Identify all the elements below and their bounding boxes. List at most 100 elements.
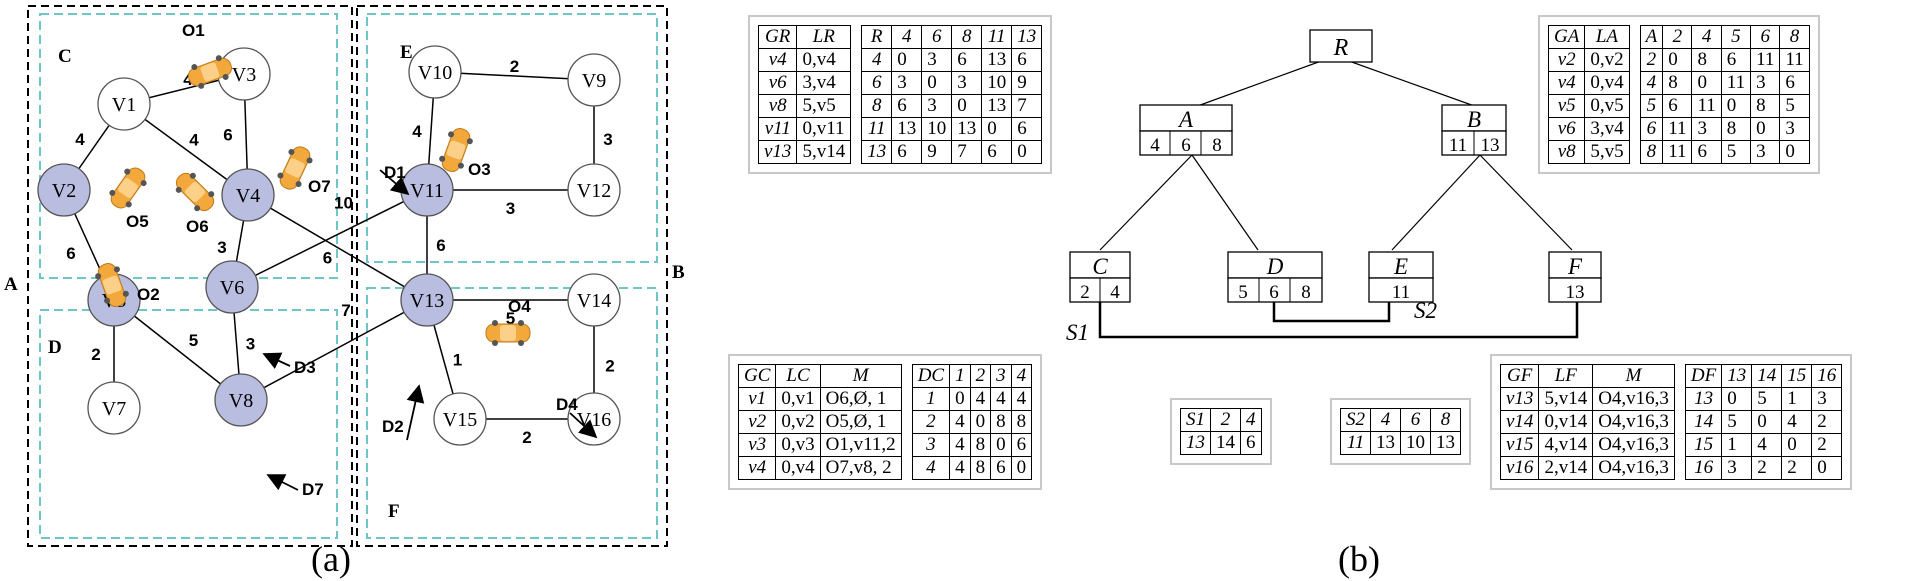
tree-connectors xyxy=(1098,55,1579,339)
table-cell: 5,v14 xyxy=(1538,387,1594,411)
region-label-c: C xyxy=(58,46,72,67)
car-o4-icon xyxy=(485,319,531,347)
table-cell: 13 xyxy=(951,117,983,141)
graph-node-label: V11 xyxy=(410,180,444,202)
table-cell: 0 xyxy=(1010,456,1033,480)
region-label-e: E xyxy=(400,42,413,63)
table-cell: 0 xyxy=(949,387,971,411)
table-cell: 16 xyxy=(1684,456,1723,480)
table-cell: 6 xyxy=(1011,117,1043,141)
region-d-border xyxy=(39,309,338,539)
table-cell: 4 xyxy=(949,456,971,480)
index-tree-panel: R A 4 6 8 B 11 13 C 2 4 xyxy=(1066,29,1602,579)
table-cell: v5 xyxy=(1547,94,1586,118)
edge-weight-label: 5 xyxy=(506,309,515,328)
graph-node-label: V15 xyxy=(443,409,477,431)
object-label-o4: O4 xyxy=(508,297,531,316)
tree-node-b-key: 11 xyxy=(1449,135,1467,156)
graph-node-circle xyxy=(408,45,462,99)
table-cell: 4 xyxy=(990,387,1012,411)
table-cell: 6 xyxy=(1400,408,1431,432)
road-edge xyxy=(240,299,428,401)
object-label-o3: O3 xyxy=(468,160,491,179)
graph-node-label: V6 xyxy=(220,277,244,299)
table-cell: 6 xyxy=(861,71,893,95)
graph-node-v7: V7 xyxy=(87,381,141,435)
table-cell: 6 xyxy=(1639,117,1664,141)
query-d1-arrow xyxy=(379,169,410,196)
table-cell: 8 xyxy=(1639,140,1664,164)
table-cell: 14 xyxy=(1210,431,1241,455)
table-cell: 0 xyxy=(1691,71,1722,95)
region-label-b: B xyxy=(672,262,685,283)
panel-b-caption: (b) xyxy=(1338,539,1380,579)
table-cell: 7 xyxy=(1011,94,1043,118)
edge-weight-label: 3 xyxy=(603,130,612,149)
table-cell: 0 xyxy=(1721,387,1753,411)
table-cell: 6 xyxy=(1240,431,1262,455)
tree-node-a-key: 4 xyxy=(1150,135,1160,156)
table-cell: 3,v4 xyxy=(796,71,852,95)
table-cell: 11 xyxy=(1750,48,1781,72)
table-cell: 13 xyxy=(1430,431,1461,455)
tree-node-r-name: R xyxy=(1333,35,1349,61)
table-cell: v8 xyxy=(1547,140,1586,164)
table-cell: 13 xyxy=(891,117,923,141)
table-cell: 5 xyxy=(1751,387,1783,411)
table-cell: v13 xyxy=(757,140,798,164)
table-cell: v4 xyxy=(1547,71,1586,95)
graph-node-circle xyxy=(37,163,91,217)
table-cell: O4,v16,3 xyxy=(1592,433,1675,457)
table-cell: v15 xyxy=(1499,433,1540,457)
shortcut-label-s2: S2 xyxy=(1414,298,1437,323)
edge-weight-label: 6 xyxy=(436,236,445,255)
table-cell: 0,v1 xyxy=(775,387,821,411)
tree-node-c-key: 2 xyxy=(1080,282,1090,303)
graph-node-label: V16 xyxy=(577,409,611,431)
edge-weight-label: 2 xyxy=(510,57,519,76)
table-cell: 2 xyxy=(1210,408,1241,432)
table-cell: 3 xyxy=(1750,140,1781,164)
road-edge xyxy=(113,299,242,401)
table-cell: 0 xyxy=(981,117,1013,141)
table-cell: 4 xyxy=(891,25,923,49)
table-cell: 2 xyxy=(1662,25,1693,49)
graph-node-label: V9 xyxy=(582,70,606,92)
edge-weight-label: 3 xyxy=(217,238,226,257)
car-o6-icon xyxy=(169,166,221,218)
graph-node-circle xyxy=(205,260,259,314)
table-cell: 8 xyxy=(969,456,992,480)
table-cell: 4 xyxy=(1010,364,1033,388)
table-cell: 6 xyxy=(951,48,983,72)
table-cell: 2,v14 xyxy=(1538,456,1594,480)
table-cell: v16 xyxy=(1499,456,1540,480)
table-cell: 4 xyxy=(1781,410,1813,434)
graph-node-v14: V14 xyxy=(567,273,621,327)
table-cell: GF xyxy=(1499,364,1540,388)
edge-weight-label: 6 xyxy=(323,249,332,268)
table-cell: 4 xyxy=(949,410,971,434)
table-cell: 4,v14 xyxy=(1538,433,1594,457)
table-cell: 13 xyxy=(1370,431,1401,455)
table-cell: 0,v4 xyxy=(775,456,821,480)
tree-node-c-key: 4 xyxy=(1110,282,1120,303)
table-cell: 4 xyxy=(969,387,992,411)
table-cell: 0 xyxy=(1720,94,1752,118)
table-cell: 8 xyxy=(1691,48,1722,72)
table-cell: 2 xyxy=(1811,410,1843,434)
